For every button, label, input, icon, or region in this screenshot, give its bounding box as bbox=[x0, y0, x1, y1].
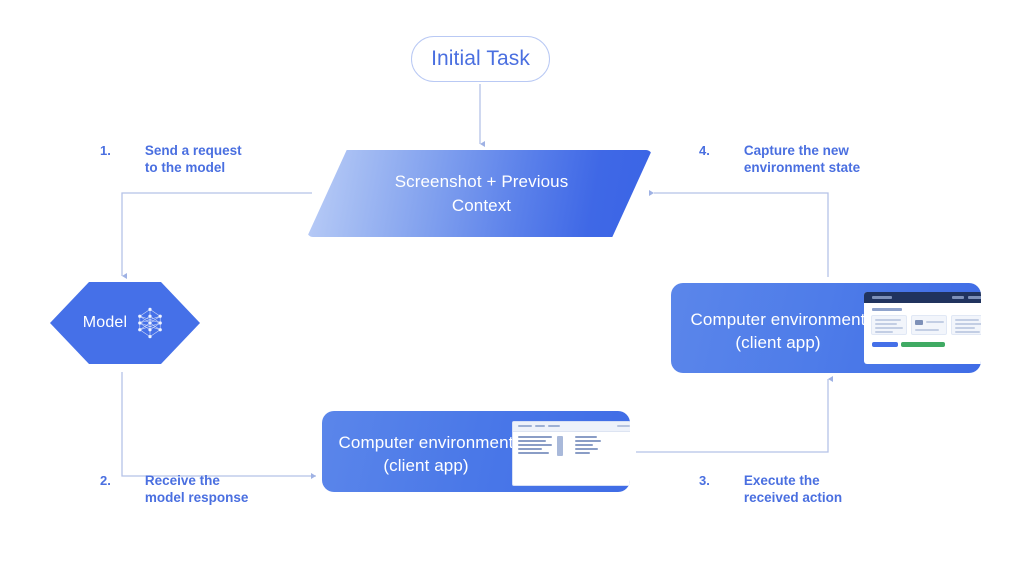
thumbnail-panel bbox=[951, 315, 981, 335]
neural-network-icon bbox=[138, 307, 163, 339]
model-node[interactable]: Model bbox=[50, 282, 200, 364]
step-4-number: 4. bbox=[699, 143, 710, 158]
thumbnail-panel bbox=[871, 315, 907, 335]
thumbnail-toolbar-item bbox=[548, 425, 560, 427]
env-right-thumbnail bbox=[864, 292, 981, 364]
env-node-right[interactable]: Computer environment (client app) bbox=[671, 283, 981, 373]
thumbnail-text-line bbox=[518, 452, 549, 455]
step-2-caption: 2. Receive the model response bbox=[100, 472, 248, 506]
thumbnail-text-line bbox=[575, 444, 593, 447]
thumbnail-heading-line bbox=[872, 308, 902, 311]
thumbnail-titlebar-item bbox=[952, 296, 964, 299]
env-node-bottom[interactable]: Computer environment (client app) bbox=[322, 411, 630, 492]
context-node-label: Screenshot + Previous Context bbox=[394, 171, 569, 215]
thumbnail-text-line bbox=[518, 448, 542, 451]
step-2-text: Receive the model response bbox=[144, 473, 249, 505]
thumbnail-toolbar-item bbox=[617, 425, 630, 427]
step-1-caption: 1. Send a request to the model bbox=[100, 142, 242, 176]
thumbnail-text-line bbox=[575, 436, 597, 439]
env-node-bottom-label: Computer environment (client app) bbox=[338, 433, 514, 475]
thumbnail-panel bbox=[911, 315, 947, 335]
thumbnail-toolbar-item bbox=[518, 425, 532, 427]
thumbnail-toolbar bbox=[513, 422, 630, 432]
initial-task-node[interactable]: Initial Task bbox=[411, 36, 550, 82]
step-3-number: 3. bbox=[699, 473, 710, 488]
thumbnail-status-chip-green bbox=[901, 342, 945, 347]
connector-context-to-model bbox=[121, 192, 312, 279]
thumbnail-toolbar-item bbox=[535, 425, 545, 427]
step-3-caption: 3. Execute the received action bbox=[699, 472, 842, 506]
connector-env-bottom-to-env-right bbox=[636, 376, 833, 453]
connector-model-to-env-bottom bbox=[121, 372, 316, 479]
step-4-text: Capture the new environment state bbox=[743, 143, 861, 175]
thumbnail-divider bbox=[557, 436, 563, 456]
thumbnail-titlebar-item bbox=[968, 296, 981, 299]
connector-env-right-to-context bbox=[649, 190, 829, 277]
thumbnail-text-line bbox=[518, 444, 552, 447]
step-3-text: Execute the received action bbox=[743, 473, 843, 505]
env-node-right-label: Computer environment (client app) bbox=[690, 310, 866, 352]
step-4-caption: 4. Capture the new environment state bbox=[699, 142, 860, 176]
thumbnail-text-line bbox=[518, 436, 552, 439]
thumbnail-titlebar-item bbox=[872, 296, 892, 299]
model-node-label: Model bbox=[82, 314, 128, 331]
thumbnail-text-line bbox=[575, 452, 590, 455]
context-node[interactable]: Screenshot + Previous Context bbox=[307, 150, 652, 237]
thumbnail-titlebar bbox=[864, 292, 981, 303]
thumbnail-text-line bbox=[518, 440, 546, 443]
thumbnail-text-line bbox=[575, 448, 598, 451]
step-2-number: 2. bbox=[100, 473, 111, 488]
step-1-number: 1. bbox=[100, 143, 111, 158]
initial-task-label: Initial Task bbox=[431, 47, 530, 70]
thumbnail-text-line bbox=[575, 440, 601, 443]
step-1-text: Send a request to the model bbox=[144, 143, 242, 175]
env-bottom-thumbnail bbox=[512, 421, 630, 486]
thumbnail-status-chip-blue bbox=[872, 342, 898, 347]
